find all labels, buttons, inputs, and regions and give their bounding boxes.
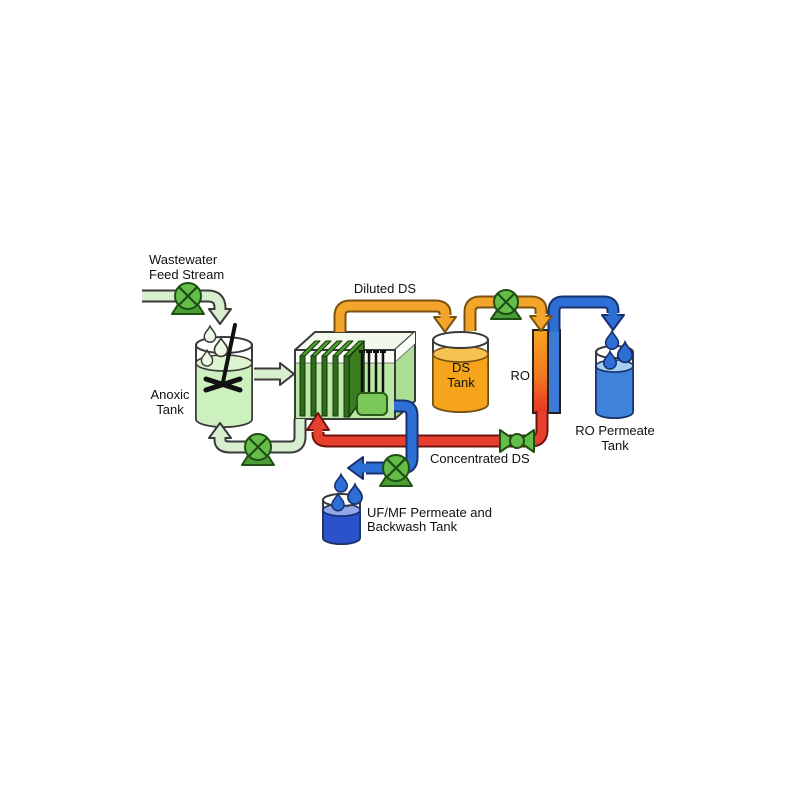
anoxic-tank: [195, 323, 253, 428]
ds-pump: [490, 289, 522, 320]
ds-tank-line1: DS: [451, 360, 471, 375]
ds-tank-line2: Tank: [447, 375, 475, 390]
ro-module: [532, 329, 561, 414]
concentrated-ds-pipe: [306, 411, 549, 448]
feed-stream-line1: Wastewater: [149, 252, 218, 267]
ro-permeate-tank-label: RO Permeate Tank: [572, 423, 658, 453]
bioreactor: [294, 331, 416, 420]
feed-pipe: [142, 289, 232, 325]
ds-tank: [432, 331, 489, 413]
ufmf-line1: UF/MF Permeate and: [367, 505, 492, 520]
hollow-fiber-module: [356, 350, 388, 416]
ufmf-tank: [322, 493, 361, 545]
ds-tank-label: DS Tank: [434, 360, 488, 390]
ufmf-pump: [379, 454, 413, 487]
feed-stream-label: Wastewater Feed Stream: [149, 252, 224, 282]
diluted-ds-pipe: [333, 299, 457, 333]
ro-label: RO: [510, 368, 531, 383]
feed-stream-line2: Feed Stream: [149, 267, 225, 282]
recirculation-pump: [241, 433, 275, 466]
stirrer: [203, 323, 243, 393]
concentrated-ds-label: Concentrated DS: [430, 451, 530, 466]
ro-permeate-line2: Tank: [601, 438, 629, 453]
ufmf-tank-label: UF/MF Permeate and Backwash Tank: [367, 506, 492, 534]
concentrate-valve: [499, 429, 535, 453]
anoxic-tank-line1: Anoxic: [150, 387, 190, 402]
ufmf-line2: Backwash Tank: [367, 519, 458, 534]
anoxic-to-bioreactor-pipe: [254, 362, 295, 386]
anoxic-tank-label: Anoxic Tank: [140, 387, 200, 417]
ro-permeate-pipe: [547, 295, 625, 332]
feed-pump: [171, 282, 205, 315]
anoxic-tank-line2: Tank: [156, 402, 184, 417]
diluted-ds-label: Diluted DS: [353, 281, 417, 296]
ro-permeate-line1: RO Permeate: [575, 423, 655, 438]
